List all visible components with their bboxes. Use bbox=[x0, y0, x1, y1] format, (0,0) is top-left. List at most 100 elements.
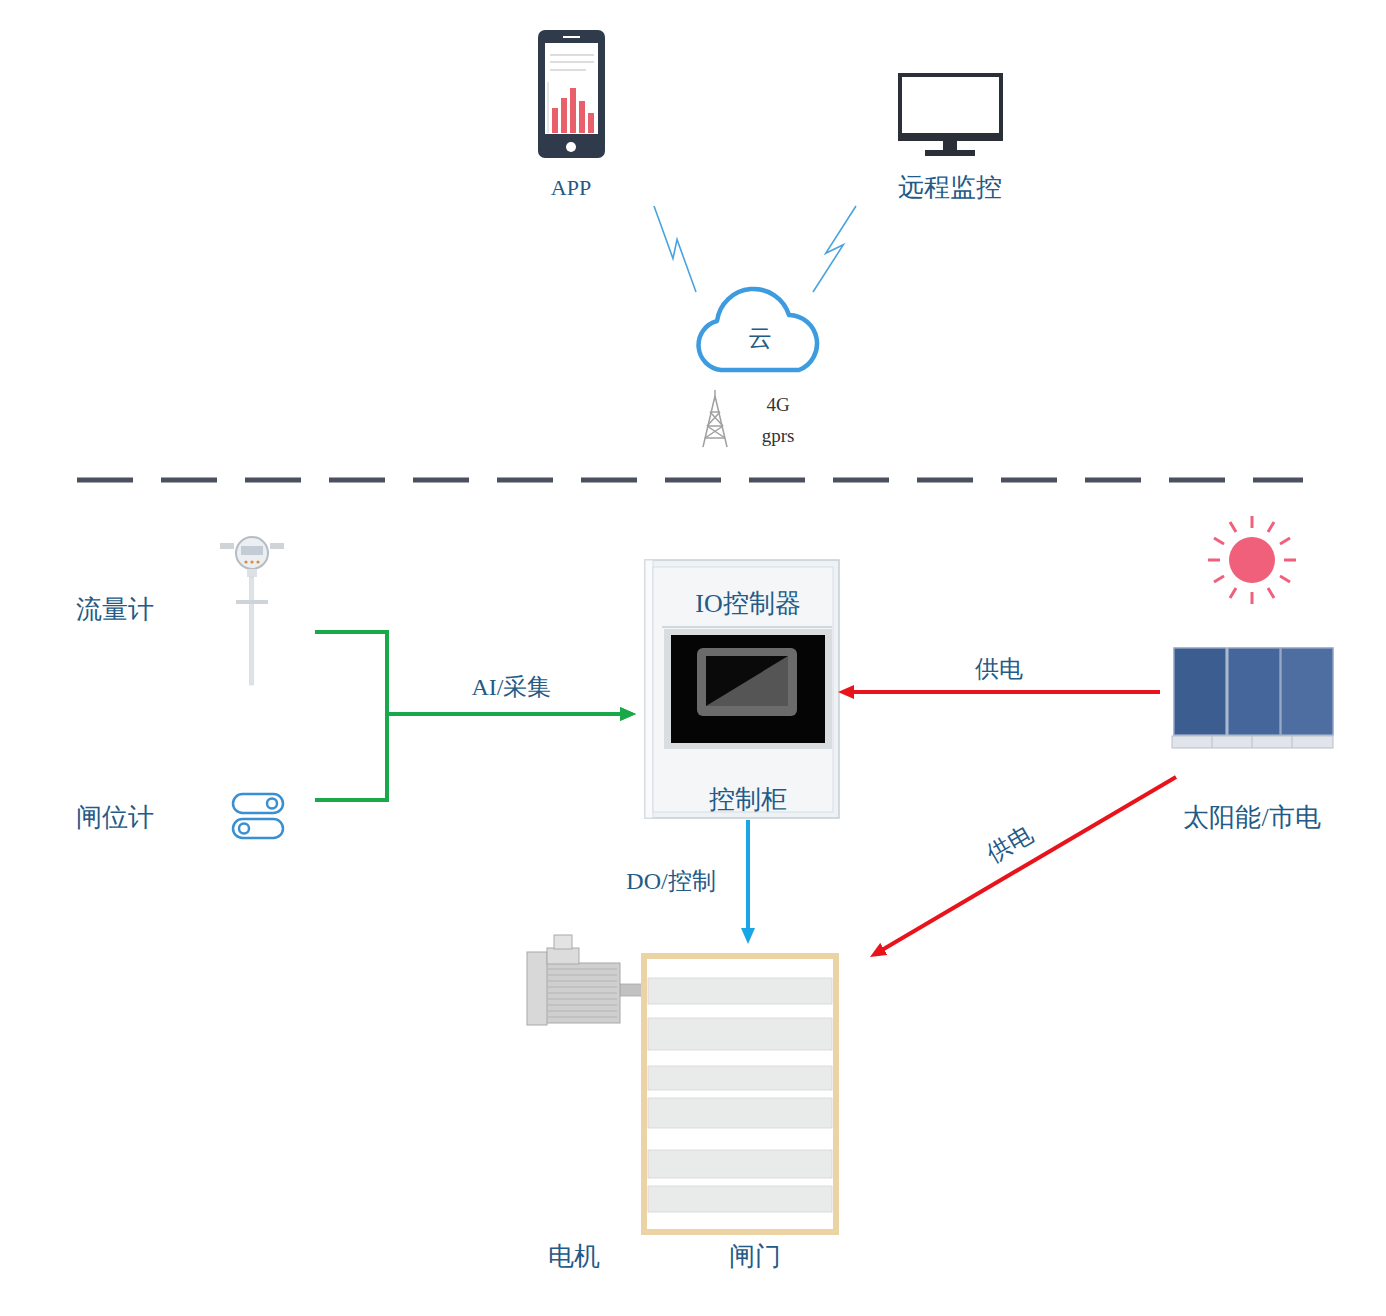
flowmeter-icon-part bbox=[244, 560, 247, 563]
monitor-icon-part bbox=[925, 150, 975, 156]
motor-icon-part bbox=[548, 987, 617, 988]
signal-arrow bbox=[844, 690, 1160, 694]
gate-position-icon-part bbox=[233, 819, 283, 838]
motor-icon-part bbox=[547, 948, 579, 964]
node-label: 闸位计 bbox=[76, 803, 154, 833]
flowmeter-icon-part bbox=[236, 600, 268, 604]
phone-icon-part bbox=[550, 54, 594, 56]
motor-icon-part bbox=[527, 952, 547, 1025]
wireless-bolt bbox=[813, 206, 856, 292]
edge-label: DO/控制 bbox=[626, 868, 715, 896]
sun-icon-part bbox=[1284, 559, 1296, 562]
monitor-icon bbox=[898, 75, 1003, 156]
solar-panel-icon-part bbox=[1212, 736, 1213, 748]
motor-icon-part bbox=[548, 981, 617, 982]
gate-position-icon bbox=[233, 794, 283, 838]
phone-icon-part bbox=[548, 82, 549, 133]
tower-icon-part bbox=[714, 390, 716, 400]
phone-icon-part bbox=[552, 108, 558, 133]
signal-arrow bbox=[875, 777, 1176, 954]
gate-position-icon-part bbox=[267, 799, 277, 809]
motor-icon-part bbox=[548, 993, 617, 994]
tower-icon-part bbox=[707, 426, 725, 438]
gate-icon-part bbox=[644, 956, 836, 1232]
flowmeter-node: 流量计 bbox=[60, 533, 292, 690]
sun-icon bbox=[1208, 516, 1296, 604]
cabinet-icon-part bbox=[706, 656, 788, 706]
cloud-node: 云 bbox=[693, 283, 827, 375]
solar-panel-icon-part bbox=[1228, 648, 1280, 735]
motor-icon-part bbox=[545, 963, 620, 1023]
solar-panel-icon-part bbox=[1281, 648, 1333, 735]
node-label: 流量计 bbox=[76, 595, 154, 625]
flowmeter-icon-part bbox=[247, 569, 257, 577]
sun-icon-part bbox=[1251, 592, 1254, 604]
sun-icon-part bbox=[1214, 576, 1224, 582]
sun-icon-part bbox=[1280, 576, 1290, 582]
cabinet-icon bbox=[645, 560, 839, 818]
tower-icon-part bbox=[705, 426, 723, 438]
node-label: 电机 bbox=[548, 1242, 600, 1272]
flowmeter-icon bbox=[220, 537, 284, 685]
signal-arrow bbox=[315, 714, 630, 800]
solar-panel-icon bbox=[1172, 648, 1333, 748]
flowmeter-icon-part bbox=[241, 546, 263, 555]
sun-icon-part bbox=[1214, 538, 1224, 544]
network-label: 4G bbox=[766, 394, 789, 416]
motor-icon-part bbox=[548, 969, 617, 970]
flowmeter-icon-part bbox=[256, 560, 259, 563]
node-label: 闸门 bbox=[729, 1242, 781, 1272]
sun-icon-part bbox=[1251, 516, 1254, 528]
node-label: 云 bbox=[748, 325, 772, 353]
sun-icon-part bbox=[1280, 538, 1290, 544]
phone-icon-part bbox=[566, 142, 576, 152]
motor-icon-part bbox=[548, 975, 617, 976]
monitor-icon-part bbox=[900, 75, 1001, 135]
cabinet-icon-part bbox=[706, 656, 788, 706]
network-label: gprs bbox=[762, 425, 795, 447]
tower-icon-part bbox=[705, 437, 725, 439]
flowmeter-icon-part bbox=[250, 577, 254, 685]
phone-icon bbox=[538, 30, 605, 158]
node-label: 控制柜 bbox=[709, 785, 787, 815]
flowmeter-icon-part bbox=[270, 543, 284, 549]
phone-icon-part bbox=[538, 30, 605, 158]
phone-icon-part bbox=[588, 113, 594, 133]
cabinet-icon-part bbox=[671, 635, 825, 743]
cabinet-icon-part bbox=[645, 560, 839, 818]
gate-node: 闸门 bbox=[641, 952, 840, 1275]
gate-icon bbox=[644, 956, 836, 1232]
motor-icon-part bbox=[620, 984, 642, 996]
cabinet-icon-part bbox=[664, 629, 832, 749]
phone-icon-part bbox=[579, 101, 585, 133]
motor-icon-part bbox=[554, 935, 572, 949]
gate-icon-part bbox=[648, 1150, 832, 1178]
flowmeter-icon-part bbox=[250, 560, 253, 563]
motor-node: 电机 bbox=[520, 930, 640, 1275]
motor-icon bbox=[527, 935, 642, 1025]
sun-icon-part bbox=[1208, 559, 1220, 562]
phone-icon-part bbox=[561, 98, 567, 133]
gate-icon-part bbox=[648, 1066, 832, 1090]
edge-label: AI/采集 bbox=[472, 674, 552, 702]
sun-icon-part bbox=[1230, 522, 1236, 532]
gate-icon-part bbox=[648, 1186, 832, 1212]
solar-panel-icon-part bbox=[1252, 736, 1253, 748]
cabinet-icon-part bbox=[662, 626, 832, 628]
node-label: 太阳能/市电 bbox=[1183, 803, 1320, 833]
cabinet-icon-part bbox=[653, 567, 833, 812]
cabinet-node: IO控制器控制柜 bbox=[645, 560, 840, 820]
signal-arrow bbox=[315, 632, 630, 714]
gate-icon-part bbox=[648, 978, 832, 1004]
gate-position-node: 闸位计 bbox=[60, 785, 292, 845]
tower-icon-part bbox=[703, 396, 715, 447]
tower-icon-part bbox=[707, 412, 720, 426]
cloud-outline-path bbox=[699, 289, 817, 370]
cabinet-icon-part bbox=[697, 648, 797, 716]
motor-icon-part bbox=[548, 1011, 617, 1012]
phone-icon-part bbox=[563, 36, 580, 38]
